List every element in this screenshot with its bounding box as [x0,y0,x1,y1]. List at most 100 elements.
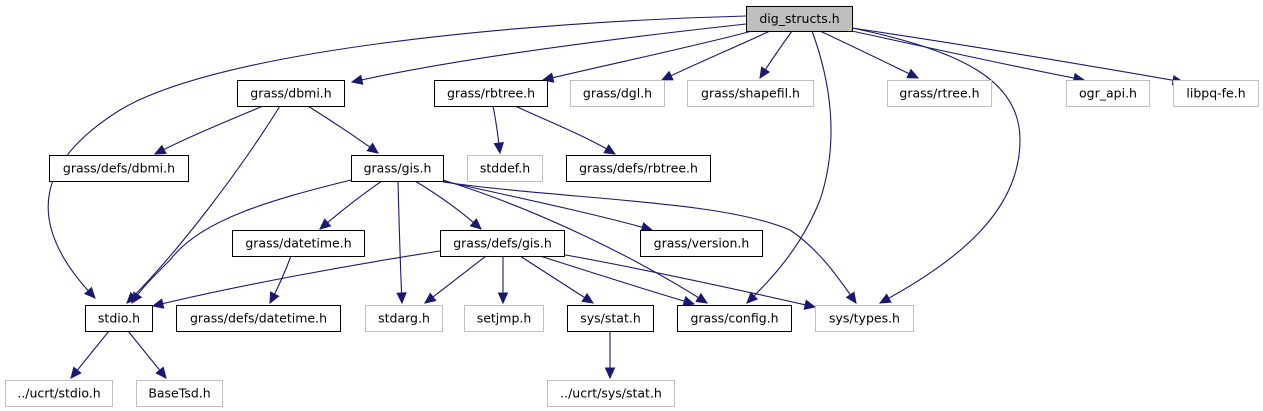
edge-line [442,181,857,304]
edge-line [319,180,383,230]
edge-line [424,255,487,304]
edge-dbmi-to-defs_dbmi [153,105,264,155]
node-box[interactable] [85,305,153,332]
edge-defs_gis-to-stdio [151,250,441,309]
node-label: ogr_api.h [1079,86,1137,101]
node-box [687,80,814,107]
arrow-head-icon [319,218,332,230]
node-label: grass/rtree.h [899,86,979,101]
node-dgl: grass/dgl.h [570,80,665,107]
arrow-head-icon [581,292,595,304]
node-config[interactable]: grass/config.h [677,305,792,332]
node-defs-datetime[interactable]: grass/defs/datetime.h [176,305,341,332]
node-box[interactable] [677,305,792,332]
edge-stdio-to-ucrt_stdio [70,330,110,379]
node-sys-stat[interactable]: sys/stat.h [567,305,654,332]
arrow-head-icon [746,291,759,304]
node-label: dig_structs.h [759,11,839,26]
node-box[interactable] [746,6,853,32]
node-label: grass/dbmi.h [250,86,331,101]
node-stdio[interactable]: stdio.h [85,305,153,332]
node-ucrt-stdio: ../ucrt/stdio.h [5,380,113,407]
node-box[interactable] [566,155,711,182]
node-version[interactable]: grass/version.h [640,230,763,257]
node-label: setjmp.h [477,311,532,326]
node-label: sys/types.h [829,311,900,326]
arrow-head-icon [604,367,616,380]
node-defs-gis[interactable]: grass/defs/gis.h [440,230,565,257]
node-rbtree[interactable]: grass/rbtree.h [434,80,548,107]
edge-dig_structs-to-dgl [660,30,771,81]
node-label: sys/stat.h [580,311,641,326]
node-libpq: libpq-fe.h [1173,80,1259,107]
node-box[interactable] [49,155,189,182]
node-box [365,305,443,332]
node-label: libpq-fe.h [1186,86,1245,101]
node-sys-types: sys/types.h [815,305,914,332]
edge-defs_gis-to-setjmp [497,256,509,305]
node-label: grass/shapefil.h [701,86,800,101]
node-label: grass/datetime.h [245,236,351,251]
node-box[interactable] [440,230,565,257]
edge-gis-to-stdarg [396,180,407,305]
node-label: grass/defs/gis.h [453,236,552,251]
node-box [547,380,675,407]
edge-gis-to-sys_types [442,181,857,305]
arrow-head-icon [151,298,165,309]
arrow-head-icon [396,292,407,305]
edge-line [819,30,919,79]
edge-line [851,30,1085,81]
node-label: ../ucrt/sys/stat.h [560,386,662,401]
node-label: grass/version.h [654,236,750,251]
node-box[interactable] [351,155,444,182]
edges-layer [47,15,1185,380]
node-box[interactable] [640,230,763,257]
edge-line [542,30,753,81]
edge-dig_structs-to-dbmi [350,23,747,85]
edge-line [851,27,1184,83]
edge-dig_structs-to-sys_types [851,27,1021,304]
node-gis[interactable]: grass/gis.h [351,155,444,182]
edge-gis-to-config [442,179,709,304]
edge-line [442,179,708,304]
node-box[interactable] [232,230,365,257]
arrow-head-icon [878,293,892,304]
edge-gis-to-stdio [131,179,352,305]
edge-defs_gis-to-stdarg [424,255,487,304]
edge-dig_structs-to-config [746,30,832,304]
node-label: stdarg.h [378,311,430,326]
node-box [5,380,113,407]
node-shapefil: grass/shapefil.h [687,80,814,107]
edge-line [746,30,832,304]
edge-line [47,15,747,299]
node-box[interactable] [567,305,654,332]
edge-defs_gis-to-sys_types [559,253,817,310]
arrow-head-icon [541,72,555,83]
node-defs-dbmi[interactable]: grass/defs/dbmi.h [49,155,189,182]
edge-dbmi-to-gis [307,105,379,154]
edge-dig_structs-to-libpq [851,27,1185,86]
edge-line [539,255,695,305]
node-box[interactable] [176,305,341,332]
node-label: BaseTsd.h [148,386,210,401]
node-defs-rbtree[interactable]: grass/defs/rbtree.h [566,155,711,182]
edge-gis-to-datetime [319,180,383,230]
arrow-head-icon [497,292,509,305]
node-dbmi[interactable]: grass/dbmi.h [237,80,345,107]
node-label: grass/dgl.h [583,86,652,101]
arrow-head-icon [155,366,167,379]
edge-datetime-to-defs_datetime [269,255,292,305]
node-label: grass/gis.h [364,161,432,176]
node-label: ../ucrt/stdio.h [17,386,100,401]
arrow-head-icon [906,68,920,79]
edge-line [351,23,747,83]
arrow-head-icon [269,291,280,305]
arrow-head-icon [70,366,82,379]
node-box[interactable] [434,80,548,107]
node-box[interactable] [237,80,345,107]
arrow-head-icon [603,144,617,155]
node-dig-structs[interactable]: dig_structs.h [746,6,853,32]
node-datetime[interactable]: grass/datetime.h [232,230,365,257]
edge-sys_stat-to-ucrt_sys_stat [604,331,616,380]
node-rtree: grass/rtree.h [887,80,992,107]
